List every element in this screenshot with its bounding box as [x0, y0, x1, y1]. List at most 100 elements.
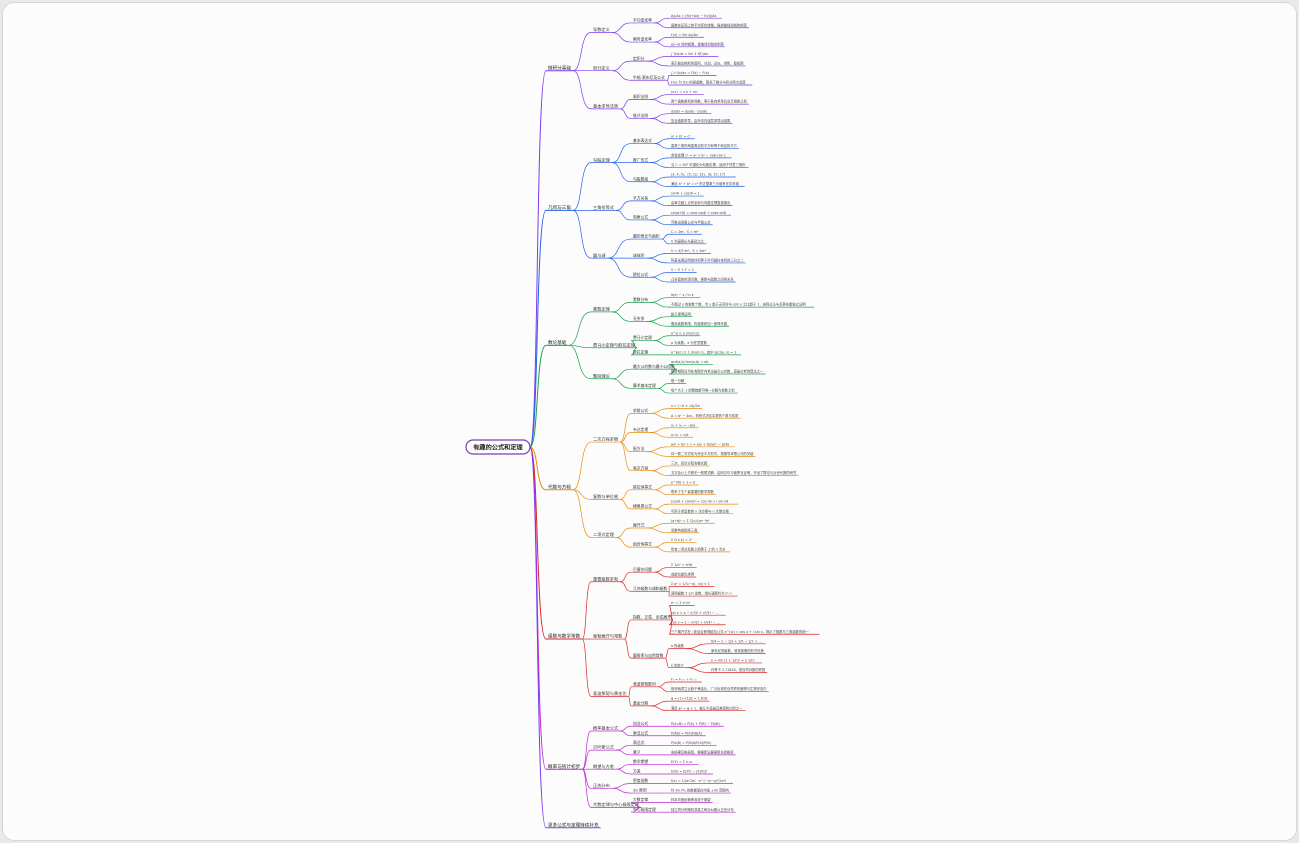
topic-node-label[interactable]: 相邻两项之比趋于黄金比，广泛出现在自然界的植物与生物形态中 — [671, 686, 767, 691]
topic-node-label[interactable]: 基本表达式 — [633, 138, 652, 143]
root-node-box[interactable] — [465, 439, 531, 455]
topic-node-label[interactable]: 概率基本公式 — [593, 725, 619, 732]
topic-node-label[interactable]: 数学期望 — [633, 759, 648, 764]
topic-node-label[interactable]: φ = (1+√5)/2 ≈ 1.618 — [671, 697, 707, 701]
branch-node-label[interactable]: 概率与统计初步 — [548, 763, 581, 770]
topic-node-label[interactable]: 二项式定理 — [593, 531, 615, 538]
topic-node-label[interactable]: 欧几里得证明 — [671, 311, 691, 316]
topic-node-label[interactable]: P(A∪B) = P(A) + P(B) − P(AB) — [671, 722, 720, 726]
topic-node-label[interactable]: 欧拉恒等式 — [633, 484, 652, 489]
topic-node-label[interactable]: P(A|B) = P(B|A)P(A)/P(B) — [671, 741, 711, 745]
topic-node-label[interactable]: 巴塞尔问题 — [633, 567, 652, 572]
branch-node-label[interactable]: 微积分基础 — [548, 64, 571, 71]
topic-node-label[interactable]: 可推出倍角公式与半角公式 — [671, 219, 711, 224]
topic-node-label[interactable]: 系数构成杨辉三角 — [671, 527, 697, 532]
topic-node-label[interactable]: 棣莫弗公式 — [633, 504, 652, 509]
topic-node-label[interactable]: 正态分布 — [593, 782, 610, 789]
topic-node-label[interactable]: 余弦定理 c² = a² + b² − 2ab·cos C — [671, 152, 727, 157]
topic-node-label[interactable]: x₁ + x₂ = −b/a — [671, 423, 695, 427]
topic-node-label[interactable]: sin²θ + cos²θ = 1 — [671, 192, 700, 196]
topic-node-label[interactable]: (3, 4, 5)、(5, 12, 13)、(8, 15, 17) — [671, 173, 725, 177]
topic-node-label[interactable]: 每个大于 1 的整数都可唯一分解为素数之积 — [671, 388, 735, 393]
topic-node-label[interactable]: 贝叶斯公式 — [593, 744, 615, 751]
topic-node-label[interactable]: 勾股数组 — [633, 176, 648, 181]
topic-node-label[interactable]: gcd(a,b)·lcm(a,b) = ab — [671, 360, 708, 364]
topic-node-label[interactable]: 满足 a² + b² = c² 的正整数三元组有无穷多组 — [671, 181, 740, 186]
topic-node-label[interactable]: Σ C(n,k) = 2ⁿ — [671, 538, 693, 542]
topic-node-label[interactable]: 五次及以上方程无一般根式解，由阿贝尔与伽罗瓦证明，开创了群论与近世代数的研究 — [671, 470, 797, 475]
topic-node-label[interactable]: 所有二项式系数之和等于 2 的 n 次方 — [671, 546, 726, 551]
topic-node-label[interactable]: 独立同分布随机变量之和近似服从正态分布 — [671, 807, 734, 812]
topic-node-label[interactable]: f′(x) = lim Δy/Δx — [671, 33, 698, 37]
topic-node-label[interactable]: 由单位圆上点的坐标与勾股定理直接推出 — [671, 200, 730, 205]
topic-node-label[interactable]: E(X) = Σ xᵢ pᵢ — [671, 760, 693, 764]
topic-node-label[interactable]: 素数分布 — [633, 297, 648, 302]
topic-node-label[interactable]: V = 4/3 πr³，S = 4πr² — [671, 249, 707, 253]
topic-node-label[interactable]: 求根公式 — [633, 408, 648, 413]
topic-node-label[interactable]: 约 99.7% 的数据落在均值 ±3σ 范围内 — [671, 788, 729, 793]
topic-node-label[interactable]: P(AB) = P(A)P(B|A) — [671, 731, 702, 735]
topic-node-label[interactable]: 斐波那契与黄金比 — [593, 690, 627, 697]
topic-node-label[interactable]: 圆周率与自然常数 — [633, 653, 664, 658]
topic-node-label[interactable]: π(x) ~ x / ln x — [671, 293, 694, 297]
topic-node-label[interactable]: 莱布尼茨级数，收敛极慢但形式优美 — [711, 648, 764, 653]
topic-node-label[interactable]: 联系了五个最重要的数学常数 — [671, 489, 715, 494]
branch-node-label[interactable]: 级数与数学常数 — [548, 633, 581, 640]
topic-node-label[interactable]: 3σ 原则 — [633, 788, 647, 793]
topic-node-label[interactable]: ax² + bx + c = a(x + b/2a)² − Δ/4a — [671, 442, 729, 446]
topic-node-label[interactable]: 三角恒等式 — [593, 204, 615, 211]
topic-node-label[interactable]: 指数、正弦、余弦展开 — [633, 615, 671, 620]
topic-node-label[interactable]: 二次方程求根 — [593, 436, 619, 443]
topic-node-label[interactable]: eˣ = Σ xⁿ/n! — [671, 601, 690, 605]
branch-node-label[interactable]: 数论基础 — [548, 339, 567, 346]
topic-node-label[interactable]: 斐波那契数列 — [633, 681, 656, 686]
topic-node-label[interactable]: 牛顿-莱布尼茨公式 — [633, 75, 665, 80]
topic-node-label[interactable]: 费马小定理 — [633, 335, 652, 340]
topic-node-label[interactable]: (cosθ + i sinθ)ⁿ = cos nθ + i sin nθ — [671, 500, 728, 504]
topic-node-label[interactable]: 推广形式 — [633, 157, 648, 162]
topic-node-label[interactable]: (a+b)ⁿ = Σ C(n,k)aⁿ⁻ᵏbᵏ — [671, 519, 710, 523]
topic-node-label[interactable]: 唯一分解 — [671, 378, 685, 383]
topic-node-label[interactable]: f(x) = 1/(σ√2π) · e^(−(x−μ)²/2σ²) — [671, 779, 726, 783]
topic-node-label[interactable]: 样本均值依概率收敛于期望 — [671, 797, 711, 802]
topic-node-label[interactable]: 大数定律 — [633, 797, 648, 802]
topic-node-label[interactable]: x = (−b ± √Δ)/2a — [671, 404, 700, 408]
topic-node-label[interactable]: 泰勒展开与常数 — [593, 633, 623, 640]
topic-node-label[interactable]: ∫ₐᵇ f(x)dx = F(b) − F(a) — [671, 71, 709, 75]
topic-node-label[interactable]: Σ 1/n² = π²/6 — [671, 563, 692, 567]
topic-node-label[interactable]: 黄金分割 — [633, 701, 648, 706]
topic-node-label[interactable]: 复合函数求导，由外向内逐层求导后相乘 — [671, 118, 731, 123]
topic-node-label[interactable]: 配方法 — [633, 446, 645, 451]
topic-node-label[interactable]: 积分定义 — [593, 64, 611, 71]
topic-node-label[interactable]: F(x) 为 f(x) 的原函数，联系了微分与积分两大运算 — [671, 80, 746, 85]
topic-node-label[interactable]: D(X) = E(X²) − [E(X)]² — [671, 770, 708, 774]
topic-node-label[interactable]: 函数在区间上的平均变化快慢，描述曲线割线的斜率 — [671, 22, 748, 27]
topic-node-label[interactable]: 密度函数 — [633, 778, 648, 783]
topic-node-label[interactable]: 由欧拉首先求得 — [671, 572, 695, 577]
branch-node-label[interactable]: 几何与三角 — [548, 204, 571, 211]
topic-node-label[interactable]: p 为素数，a 为任意整数 — [671, 340, 708, 345]
topic-node-label[interactable]: 假设素数有限，构造乘积加一即得矛盾 — [671, 321, 728, 326]
topic-node-label[interactable]: a^φ(n) ≡ 1 (mod n)，其中 gcd(a, n) = 1 — [671, 349, 736, 354]
topic-node-label[interactable]: 展开式 — [633, 523, 645, 528]
topic-node-label[interactable]: 最大公约数与最小公倍数 — [633, 364, 675, 369]
topic-node-label[interactable]: 将一般二次式化为完全平方形式，是推导求根公式的关键 — [671, 451, 754, 456]
topic-node-label[interactable]: 表示曲边梯形的面积，分割、近似、求和、取极限 — [671, 61, 744, 66]
topic-node-label[interactable]: 素数定理 — [593, 306, 611, 313]
topic-node-label[interactable]: a^p ≡ a (mod p) — [671, 331, 699, 335]
topic-node-label[interactable]: x₁·x₂ = c/a — [671, 433, 688, 437]
topic-node-label[interactable]: 费马小定理与欧拉定理 — [593, 341, 636, 348]
topic-node-label[interactable]: 基本求导法则 — [593, 103, 618, 110]
topic-node-label[interactable]: 高次方程 — [633, 465, 648, 470]
branch-node-label[interactable]: 代数与方程 — [548, 483, 571, 490]
topic-node-label[interactable]: 直角三角形两直角边的平方和等于斜边的平方 — [671, 143, 738, 148]
topic-node-label[interactable]: π 为圆周长与直径之比 — [671, 238, 704, 243]
topic-node-label[interactable]: 平方关系 — [633, 195, 648, 200]
topic-node-label[interactable]: 方差 — [633, 769, 641, 774]
topic-node-label[interactable]: sin x = x − x³/3! + x⁵/5! − … — [671, 611, 719, 615]
topic-node-label[interactable]: e = lim (1 + 1/n)ⁿ = Σ 1/n! — [711, 659, 755, 663]
topic-node-label[interactable]: 欧拉定理 — [633, 349, 648, 354]
topic-node-label[interactable]: 两个函数乘积的导数，等于各自求导后交叉相乘之和 — [671, 99, 747, 104]
topic-node-label[interactable]: 阿基米德证明球体积等于外切圆柱体积的三分之二 — [671, 258, 744, 263]
